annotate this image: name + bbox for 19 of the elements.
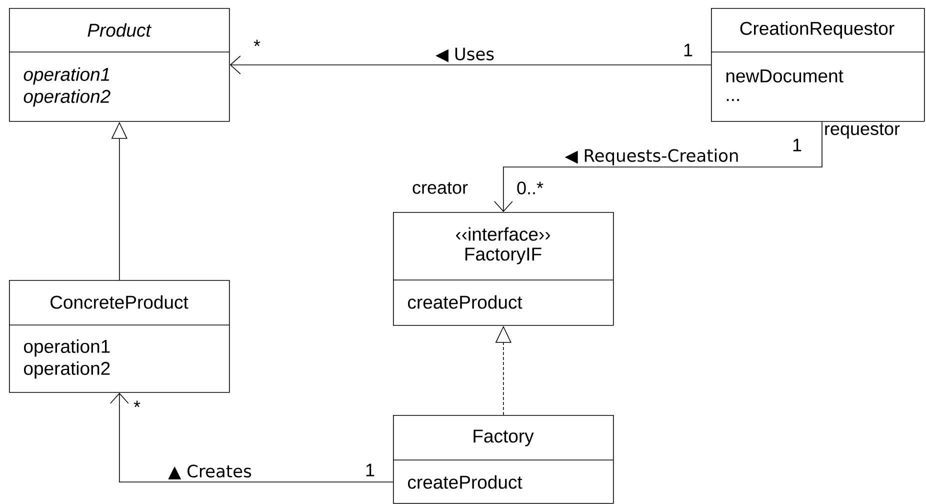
multiplicity: 1 xyxy=(684,44,692,56)
class-box: Factory createProduct xyxy=(392,415,614,504)
class-box: ‹‹interface›› FactoryIF createProduct xyxy=(392,212,614,326)
association-arrow xyxy=(110,392,394,482)
edge-label: ◀ Requests-Creation xyxy=(564,148,740,166)
association-arrow xyxy=(230,56,712,74)
role-name: requestor xyxy=(825,123,900,139)
multiplicity: 1 xyxy=(366,464,374,476)
multiplicity: * xyxy=(254,40,260,46)
class-box: CreationRequestor newDocument ... xyxy=(710,8,925,122)
class-box: ConcreteProduct operation1 operation2 xyxy=(8,280,230,393)
edge-label: ▲ Creates xyxy=(167,464,253,480)
multiplicity: * xyxy=(134,400,140,408)
edge-label: ◀ Uses xyxy=(434,46,496,64)
multiplicity: 1 xyxy=(793,138,802,152)
class-box: Product operation1 operation2 xyxy=(8,8,230,122)
multiplicity: 0..* xyxy=(517,182,544,194)
role-name: creator xyxy=(412,182,468,194)
association-arrow xyxy=(494,121,822,212)
